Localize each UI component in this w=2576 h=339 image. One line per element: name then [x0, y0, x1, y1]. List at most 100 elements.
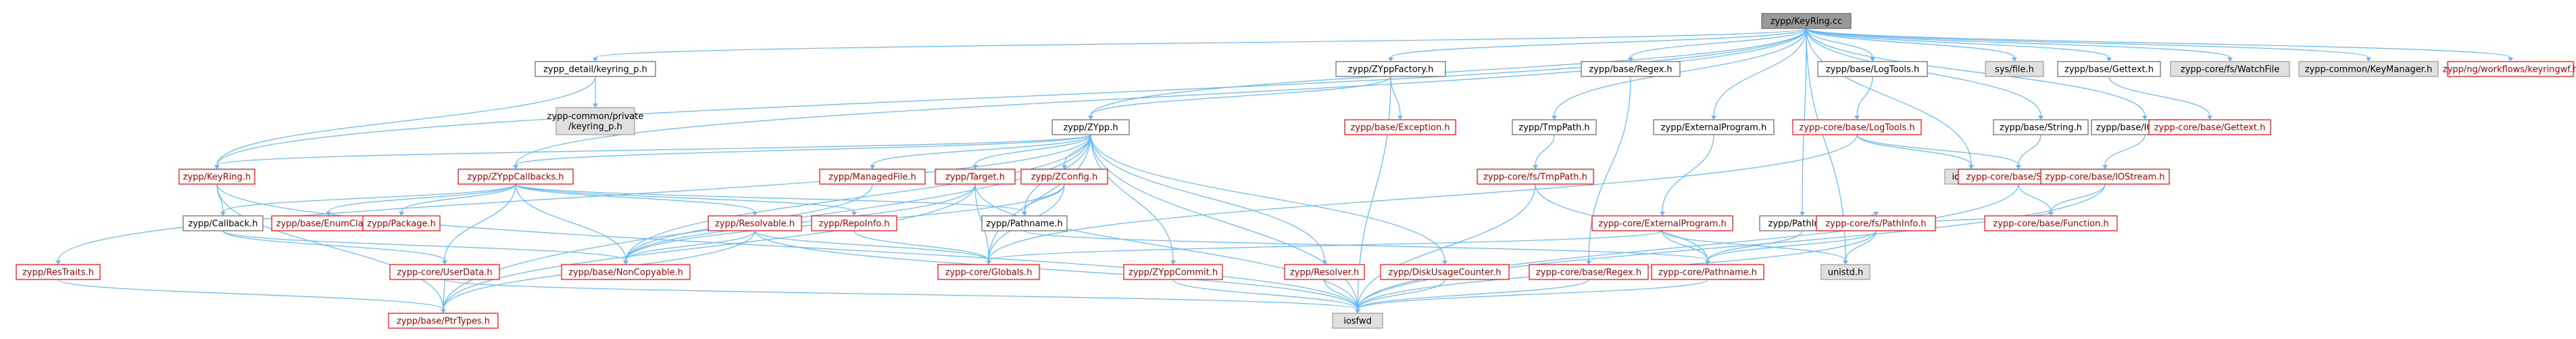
node-core_logtools[interactable]: zypp-core/base/LogTools.h: [1792, 119, 1922, 135]
arrowhead-zyppfactory-to-zypp: [1088, 116, 1093, 120]
node-core_regex[interactable]: zypp-core/base/Regex.h: [1529, 264, 1649, 280]
node-ptrtypes[interactable]: zypp/base/PtrTypes.h: [388, 313, 499, 329]
node-box-restraits: [16, 264, 101, 280]
node-box-keymanager: [2298, 61, 2439, 77]
arrowhead-logtools-to-core_logtools: [1854, 116, 1860, 120]
node-label-noncopyable: zypp/base/NonCopyable.h: [568, 268, 683, 278]
node-box-zyppcommit: [1123, 264, 1223, 280]
edge-core_extprog-to-core_pathname: [1662, 230, 1708, 261]
node-resolver[interactable]: zypp/Resolver.h: [1284, 264, 1365, 280]
node-box-detail_keyring_p: [535, 61, 656, 77]
edge-zypp-to-globals: [988, 134, 1091, 261]
node-detail_keyring_p[interactable]: zypp_detail/keyring_p.h: [535, 61, 656, 77]
node-enumclass[interactable]: zypp/base/EnumClass.h: [271, 215, 386, 231]
node-label-function: zypp-core/base/Function.h: [1993, 219, 2108, 229]
node-box-root: [1761, 13, 1852, 29]
node-label-zypp: zypp/ZYpp.h: [1063, 123, 1118, 133]
edge-target-to-iosfwd: [974, 183, 1358, 310]
node-zyppfactory[interactable]: zypp/ZYppFactory.h: [1335, 61, 1446, 77]
arrowhead-callbacks-to-resolvable: [752, 212, 758, 216]
edge-string-to-core_string: [2018, 134, 2041, 166]
arrowhead-string-to-core_string: [2016, 165, 2021, 169]
node-userdata[interactable]: zypp-core/UserData.h: [389, 264, 500, 280]
node-tmppath[interactable]: zypp/TmpPath.h: [1512, 119, 1597, 135]
node-regex[interactable]: zypp/base/Regex.h: [1581, 61, 1681, 77]
node-gettext[interactable]: zypp/base/Gettext.h: [2057, 61, 2161, 77]
node-package[interactable]: zypp/Package.h: [362, 215, 441, 231]
node-noncopyable[interactable]: zypp/base/NonCopyable.h: [561, 264, 691, 280]
node-iosfwd: iosfwd: [1332, 313, 1383, 329]
node-label-core_pathname: zypp-core/Pathname.h: [1658, 268, 1757, 278]
arrowhead-callbacks-to-package: [399, 212, 404, 216]
node-diskusage[interactable]: zypp/DiskUsageCounter.h: [1380, 264, 1510, 280]
node-repoinfo[interactable]: zypp/RepoInfo.h: [811, 215, 897, 231]
edge-resolvable-to-noncopyable: [625, 230, 756, 261]
node-label-unistd: unistd.h: [1828, 268, 1864, 278]
edge-callbacks-to-resolvable: [515, 183, 756, 212]
node-core_pathname[interactable]: zypp-core/Pathname.h: [1651, 264, 1764, 280]
node-exception[interactable]: zypp/base/Exception.h: [1344, 119, 1456, 135]
node-root[interactable]: zypp/KeyRing.cc: [1761, 13, 1852, 29]
node-callbacks[interactable]: zypp/ZYppCallbacks.h: [457, 168, 574, 185]
node-globals[interactable]: zypp-core/Globals.h: [937, 264, 1040, 280]
node-resolvable[interactable]: zypp/Resolvable.h: [708, 215, 802, 231]
node-label-exception: zypp/base/Exception.h: [1350, 123, 1450, 133]
node-core_iostream[interactable]: zypp-core/base/IOStream.h: [2040, 168, 2170, 185]
node-keymanager: zypp-common/KeyManager.h: [2298, 61, 2439, 77]
edge-callbacks-to-callback: [222, 183, 516, 212]
node-logtools[interactable]: zypp/base/LogTools.h: [1817, 61, 1928, 77]
node-string[interactable]: zypp/base/String.h: [1993, 119, 2089, 135]
arrowhead-extprog-to-core_extprog: [1660, 212, 1665, 216]
node-label-core_regex: zypp-core/base/Regex.h: [1536, 268, 1641, 278]
edge-root-to-keymanager: [1806, 28, 2369, 58]
node-zypp[interactable]: zypp/ZYpp.h: [1051, 119, 1130, 135]
node-zconfig[interactable]: zypp/ZConfig.h: [1020, 168, 1108, 185]
node-target[interactable]: zypp/Target.h: [935, 168, 1016, 185]
node-core_gettext[interactable]: zypp-core/base/Gettext.h: [2148, 119, 2271, 135]
node-label-common_private: /keyring_p.h: [568, 122, 622, 132]
edge-core_string-to-function: [2018, 183, 2052, 212]
edge-root-to-zyppfactory: [1390, 28, 1807, 58]
node-core_pathinfo[interactable]: zypp-core/fs/PathInfo.h: [1816, 215, 1936, 231]
arrowhead-diskusage-to-iosfwd: [1355, 309, 1360, 313]
node-unistd: unistd.h: [1820, 264, 1871, 280]
edge-root-to-logtools: [1806, 28, 1873, 58]
node-managedfile[interactable]: zypp/ManagedFile.h: [819, 168, 926, 185]
node-keyringwf[interactable]: zypp/ng/workflows/keyringwf.h: [2443, 61, 2576, 77]
arrowhead-gettext-to-core_gettext: [2207, 116, 2212, 120]
arrowhead-root-to-pathinfo: [1800, 212, 1805, 216]
node-box-zconfig: [1020, 168, 1108, 185]
node-restraits[interactable]: zypp/ResTraits.h: [16, 264, 101, 280]
arrowhead-zypp-to-restraits: [55, 261, 61, 265]
node-core_extprog[interactable]: zypp-core/ExternalProgram.h: [1591, 215, 1733, 231]
arrowhead-zypp-to-keyring: [214, 165, 220, 169]
node-box-globals: [937, 264, 1040, 280]
edge-core_pathname-to-iosfwd: [1357, 279, 1708, 310]
edge-resolver-to-iosfwd: [1324, 279, 1358, 310]
edge-callback-to-noncopyable: [222, 230, 626, 261]
node-label-tmppath: zypp/TmpPath.h: [1518, 123, 1589, 133]
edge-detail_keyring_p-to-keyring: [216, 76, 596, 166]
edge-root-to-zypp: [1090, 28, 1807, 116]
node-box-callback: [182, 215, 264, 231]
node-pathname[interactable]: zypp/Pathname.h: [981, 215, 1068, 231]
node-keyring[interactable]: zypp/KeyRing.h: [178, 168, 255, 185]
edge-root-to-detail_keyring_p: [595, 28, 1807, 58]
node-box-core_logtools: [1792, 119, 1922, 135]
arrowhead-root-to-logtools: [1870, 58, 1875, 62]
edge-callbacks-to-repoinfo: [515, 183, 855, 212]
edge-core_logtools-to-globals: [988, 134, 1858, 261]
edge-zyppcommit-to-iosfwd: [1172, 279, 1358, 310]
node-core_tmppath[interactable]: zypp-core/fs/TmpPath.h: [1477, 168, 1594, 185]
node-zyppcommit[interactable]: zypp/ZYppCommit.h: [1123, 264, 1223, 280]
node-extprog[interactable]: zypp/ExternalProgram.h: [1653, 119, 1775, 135]
node-label-resolver: zypp/Resolver.h: [1290, 268, 1359, 278]
arrowhead-root-to-gettext: [2106, 58, 2112, 62]
node-callback[interactable]: zypp/Callback.h: [182, 215, 264, 231]
arrowhead-root-to-string: [2038, 116, 2044, 120]
edge-keyring-to-callback: [216, 183, 224, 212]
node-function[interactable]: zypp-core/base/Function.h: [1984, 215, 2118, 231]
arrowhead-core_logtools-to-iostream: [1968, 165, 1974, 169]
arrowhead-root-to-tmppath: [1552, 116, 1557, 120]
node-label-enumclass: zypp/base/EnumClass.h: [276, 219, 381, 229]
